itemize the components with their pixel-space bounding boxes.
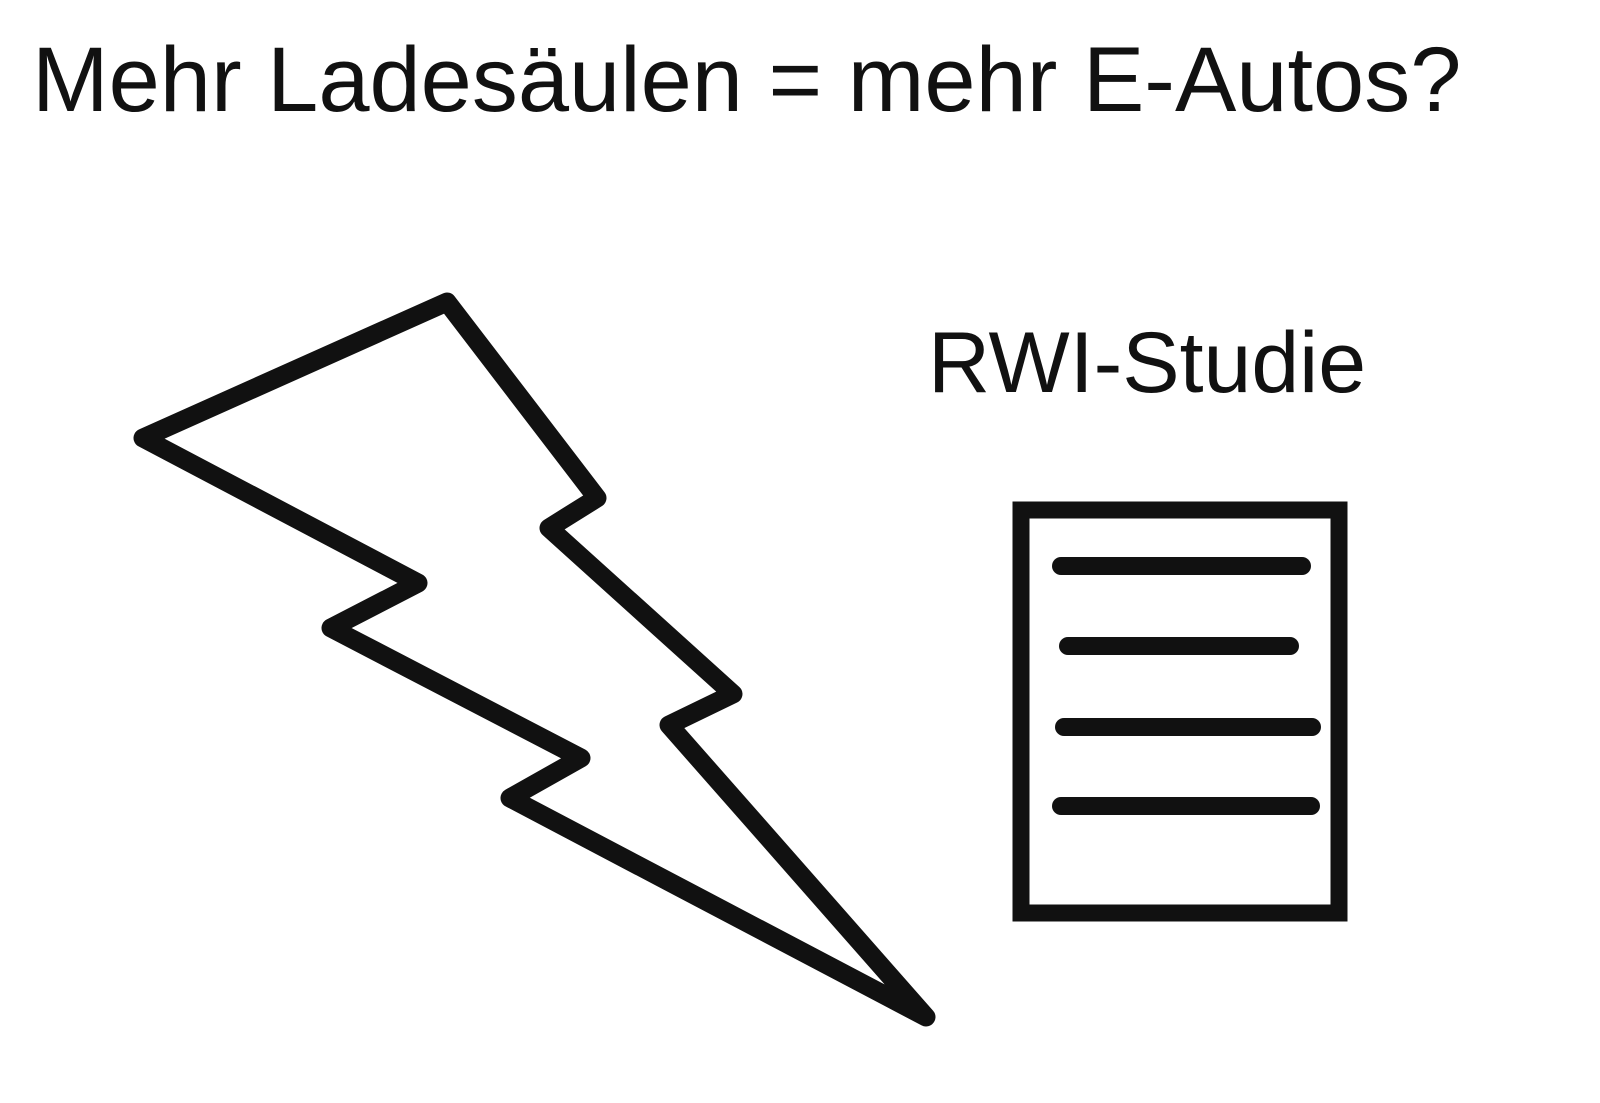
lightning-bolt-icon xyxy=(133,292,936,1027)
document-icon xyxy=(1012,501,1348,922)
headline: Mehr Ladesäulen = mehr E-Autos? xyxy=(32,29,1462,131)
study-label: RWI-Studie xyxy=(928,315,1367,411)
